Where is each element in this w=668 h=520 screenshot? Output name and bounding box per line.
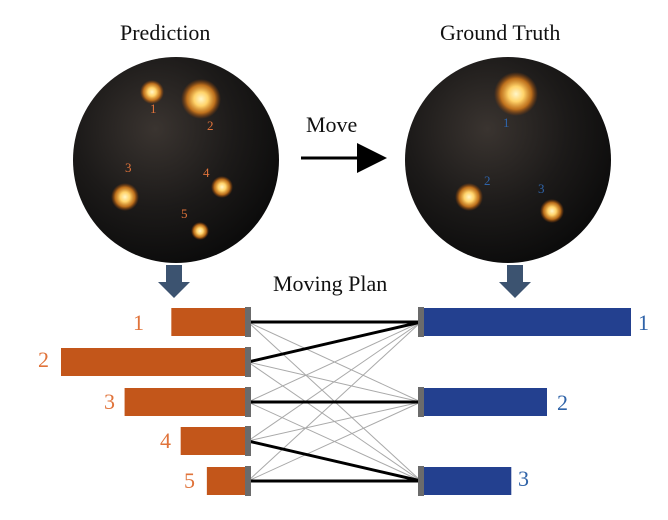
gt-bar-1 bbox=[421, 308, 631, 336]
prediction-bar-label-2: 2 bbox=[38, 347, 49, 372]
ground-truth-down-arrow bbox=[499, 265, 531, 298]
matching-edges bbox=[247, 320, 422, 483]
gt-sphere-label-3: 3 bbox=[538, 181, 545, 196]
thin-edge bbox=[247, 321, 422, 403]
ground-truth-bars bbox=[418, 307, 631, 496]
gt-bar-handle bbox=[418, 466, 424, 496]
prediction-sphere-label-1: 1 bbox=[150, 101, 157, 116]
matched-edge bbox=[247, 320, 422, 364]
gt-bar-label-2: 2 bbox=[557, 390, 568, 415]
prediction-bar-handle bbox=[245, 426, 251, 456]
gt-light-3 bbox=[540, 199, 564, 223]
gt-sphere-label-1: 1 bbox=[503, 115, 510, 130]
ground-truth-title: Ground Truth bbox=[440, 20, 561, 45]
gt-bar-3 bbox=[421, 467, 512, 495]
prediction-sphere-label-3: 3 bbox=[125, 160, 132, 175]
thin-edge bbox=[247, 401, 422, 442]
thin-edge bbox=[247, 401, 422, 482]
prediction-bar-1 bbox=[171, 308, 248, 336]
thin-edge bbox=[247, 321, 422, 442]
prediction-bar-5 bbox=[206, 467, 248, 495]
prediction-sphere-label-2: 2 bbox=[207, 118, 214, 133]
move-label: Move bbox=[306, 112, 358, 137]
prediction-sphere bbox=[73, 57, 279, 263]
prediction-down-arrow bbox=[158, 265, 190, 298]
moving-plan-title: Moving Plan bbox=[273, 271, 388, 296]
prediction-light-2 bbox=[181, 79, 221, 119]
prediction-bar-2 bbox=[61, 348, 248, 376]
prediction-sphere-label-5: 5 bbox=[181, 206, 188, 221]
prediction-light-3 bbox=[111, 183, 139, 211]
prediction-bar-handle bbox=[245, 466, 251, 496]
prediction-sphere-label-4: 4 bbox=[203, 165, 210, 180]
matched-edge bbox=[247, 439, 422, 483]
prediction-bar-label-3: 3 bbox=[104, 389, 115, 414]
prediction-title: Prediction bbox=[120, 20, 211, 45]
gt-light-2 bbox=[455, 183, 483, 211]
gt-sphere-label-2: 2 bbox=[484, 173, 491, 188]
gt-bar-2 bbox=[421, 388, 547, 416]
prediction-bar-4 bbox=[180, 427, 248, 455]
prediction-bar-label-4: 4 bbox=[160, 428, 171, 453]
gt-bar-handle bbox=[418, 307, 424, 337]
prediction-light-1 bbox=[140, 80, 164, 104]
prediction-light-5 bbox=[191, 222, 209, 240]
ground-truth-sphere bbox=[405, 57, 611, 263]
prediction-bar-3 bbox=[124, 388, 248, 416]
prediction-bar-label-5: 5 bbox=[184, 468, 195, 493]
prediction-bar-handle bbox=[245, 307, 251, 337]
gt-light-1 bbox=[494, 72, 538, 116]
prediction-bar-handle bbox=[245, 387, 251, 417]
prediction-bar-label-1: 1 bbox=[133, 310, 144, 335]
gt-bar-handle bbox=[418, 387, 424, 417]
prediction-bars bbox=[61, 307, 251, 496]
prediction-bar-handle bbox=[245, 347, 251, 377]
prediction-light-4 bbox=[211, 176, 233, 198]
gt-bar-label-1: 1 bbox=[638, 310, 649, 335]
gt-bar-label-3: 3 bbox=[518, 466, 529, 491]
